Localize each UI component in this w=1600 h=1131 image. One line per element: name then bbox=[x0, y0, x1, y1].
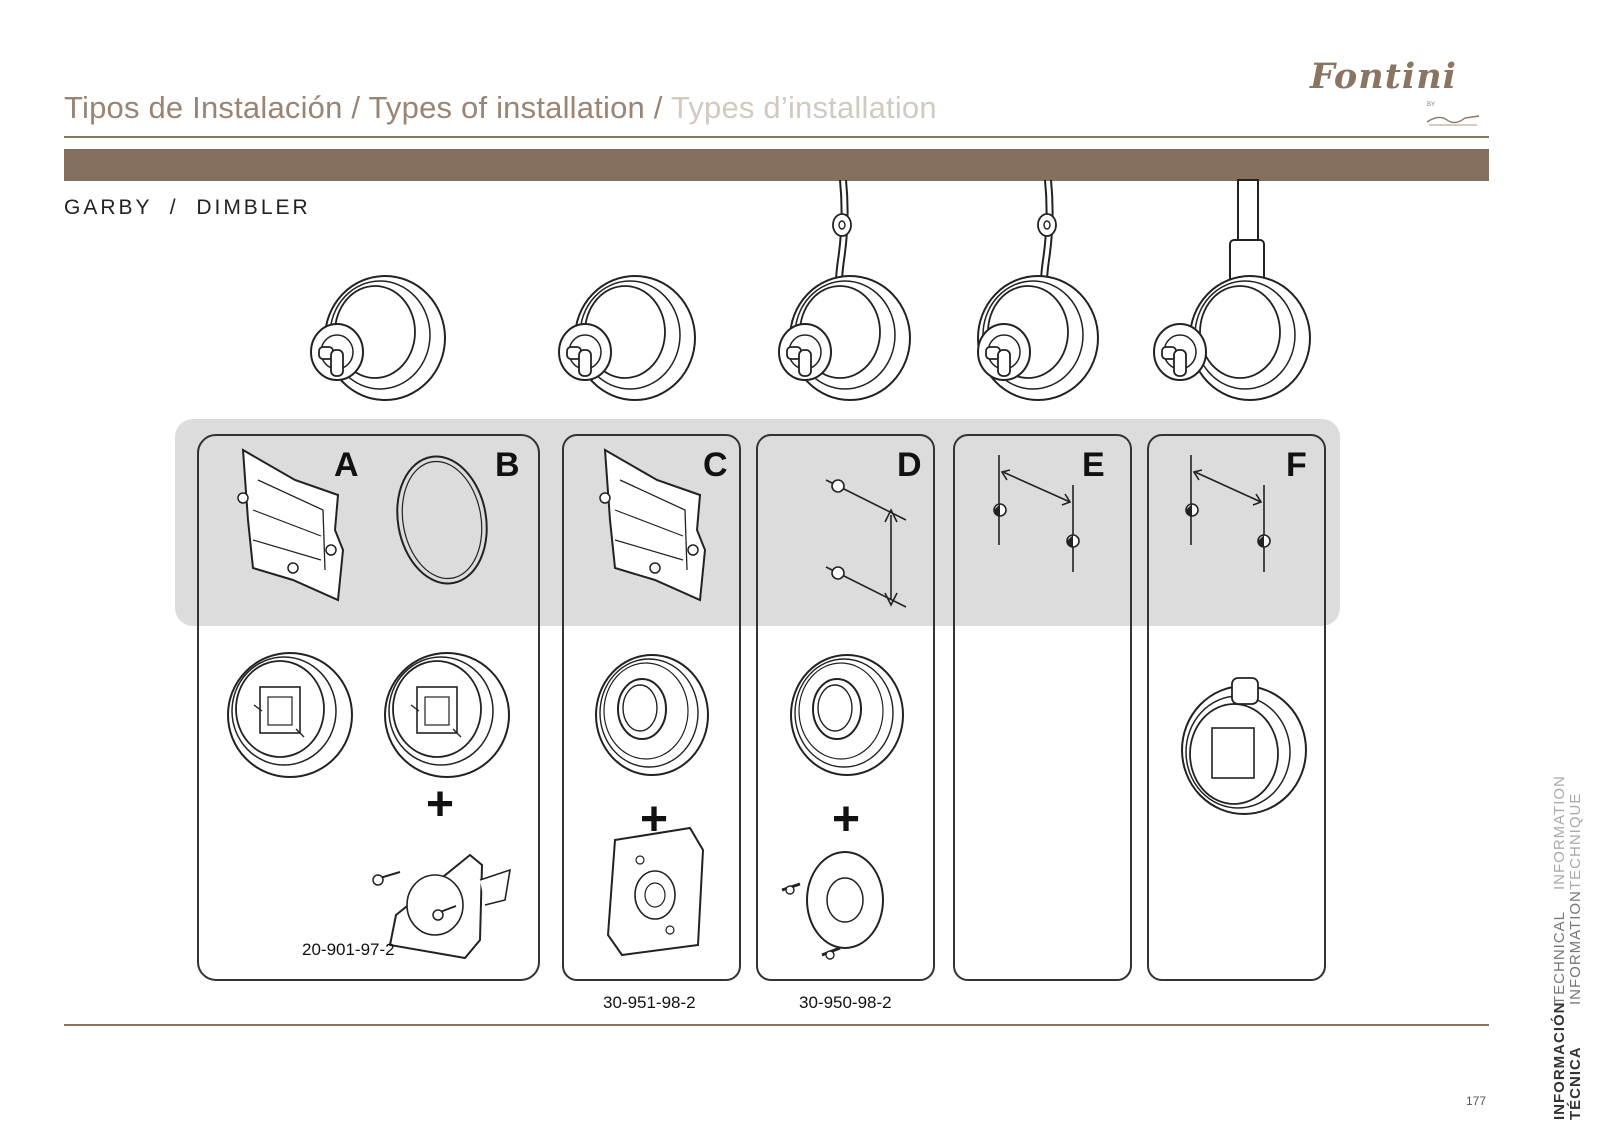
panel-d bbox=[756, 434, 935, 981]
panel-letter-a: A bbox=[334, 446, 359, 484]
panel-letter-f: F bbox=[1286, 446, 1307, 484]
title-separator: / bbox=[351, 90, 361, 125]
switch-illustration-4 bbox=[977, 179, 1099, 401]
title-english: Types of installation bbox=[368, 90, 645, 125]
panel-f bbox=[1147, 434, 1326, 981]
panel-letter-e: E bbox=[1082, 446, 1105, 484]
side-tab-english: TECHNICAL INFORMATION bbox=[1551, 890, 1584, 1005]
plus-sign-ab: + bbox=[426, 778, 454, 831]
title-french: Types d’installation bbox=[670, 90, 937, 125]
switch-illustration-3 bbox=[778, 179, 911, 401]
brand-by: BY bbox=[1427, 102, 1436, 108]
switch-illustration-2 bbox=[558, 275, 696, 401]
page-title: Tipos de Instalación / Types of installa… bbox=[64, 90, 937, 126]
footer-rule bbox=[64, 1024, 1489, 1026]
header-band bbox=[64, 149, 1489, 181]
part-code-c: 30-951-98-2 bbox=[603, 993, 696, 1012]
panel-ab bbox=[197, 434, 540, 981]
part-code-ab: 20-901-97-2 bbox=[302, 940, 395, 959]
side-tab-spanish: INFORMACIÓN TÉCNICA bbox=[1551, 1001, 1584, 1121]
section-title: GARBY / DIMBLER bbox=[64, 196, 311, 219]
brand-signature-icon bbox=[1426, 115, 1480, 126]
brand-logo: Fontini bbox=[1310, 56, 1457, 97]
page-number: 177 bbox=[1466, 1094, 1487, 1108]
plus-sign-c: + bbox=[640, 793, 668, 846]
panel-letter-c: C bbox=[703, 446, 728, 484]
side-tab-french: INFORMATION TECHNIQUE bbox=[1551, 775, 1584, 890]
panel-letter-d: D bbox=[897, 446, 922, 484]
panel-c bbox=[562, 434, 741, 981]
part-code-d: 30-950-98-2 bbox=[799, 993, 892, 1012]
panel-letter-b: B bbox=[495, 446, 520, 484]
plus-sign-d: + bbox=[832, 793, 860, 846]
title-separator: / bbox=[653, 90, 663, 125]
side-tab-technical-info: INFORMACIÓN TÉCNICA TECHNICAL INFORMATIO… bbox=[1551, 760, 1592, 1121]
panel-e bbox=[953, 434, 1132, 981]
header-rule bbox=[64, 136, 1489, 138]
title-spanish: Tipos de Instalación bbox=[64, 90, 343, 125]
switch-illustration-5 bbox=[1153, 179, 1311, 401]
switch-illustration-1 bbox=[310, 275, 446, 401]
